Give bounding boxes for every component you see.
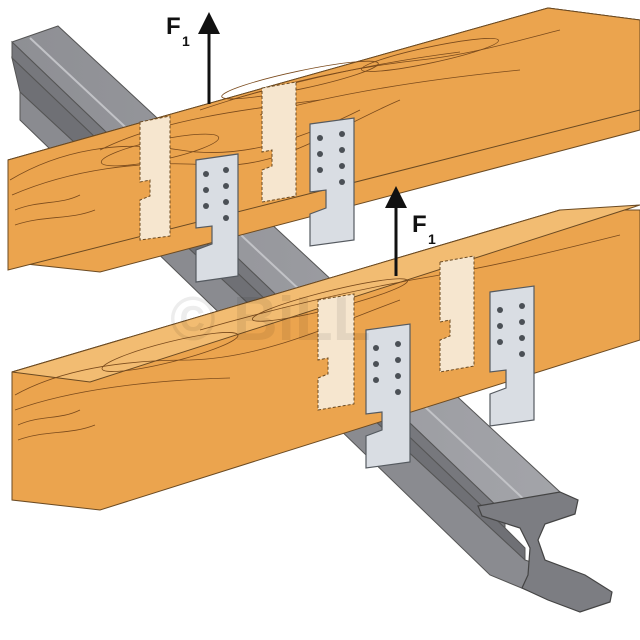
- watermark: © BiLL: [170, 285, 371, 354]
- rail-end-profile: [477, 491, 613, 613]
- hidden-bracket-lower-left: [317, 293, 355, 411]
- upper-hidden-brackets: [139, 81, 297, 241]
- bracket-upper-right: [309, 117, 355, 247]
- arrow-head-upper: [198, 12, 220, 34]
- hidden-bracket-lower-right: [439, 255, 475, 373]
- rail-highlight: [29, 37, 531, 506]
- lower-timber-beam: [11, 204, 640, 511]
- upper-visible-brackets: [195, 117, 355, 283]
- lower-visible-brackets: [365, 285, 535, 469]
- bracket-lower-left: [365, 323, 411, 469]
- hidden-bracket-upper-right: [261, 81, 297, 203]
- lower-beam-top-face: [11, 204, 640, 383]
- bracket-upper-left: [195, 153, 239, 283]
- arrow-head-lower: [385, 186, 407, 208]
- lower-hidden-brackets: [317, 255, 475, 411]
- force-label-upper: F: [166, 13, 181, 40]
- force-label-lower: F: [412, 211, 427, 238]
- force-subscript-lower: 1: [428, 231, 436, 247]
- force-arrow-lower: F 1: [385, 186, 436, 276]
- bracket-holes-upper: [203, 131, 345, 221]
- hidden-bracket-upper-left: [139, 115, 171, 241]
- force-arrow-upper: F 1: [166, 12, 220, 104]
- force-subscript-upper: 1: [182, 33, 190, 49]
- bracket-holes-lower: [373, 303, 525, 395]
- bracket-lower-right: [489, 285, 535, 427]
